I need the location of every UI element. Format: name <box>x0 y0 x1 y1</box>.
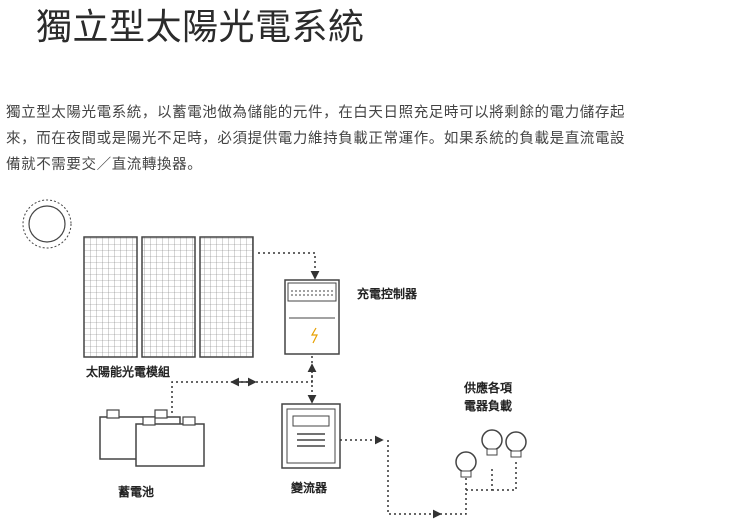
load-label-line2: 電器負載 <box>464 398 512 413</box>
battery-icon <box>99 409 205 467</box>
connection-line <box>258 252 320 280</box>
connection-line <box>440 462 517 515</box>
system-diagram: 太陽能光電模組 充電控制器 蓄電池 變流器 <box>22 199 527 519</box>
paragraph-line: 獨立型太陽光電系統，以蓄電池做為儲能的元件，在白天日照充足時可以將剩餘的電力儲存… <box>6 105 626 121</box>
charge-controller-icon <box>284 279 340 355</box>
paragraph-line: 來，而在夜間或是陽光不足時，必須提供電力維持負載正常運作。如果系統的負載是直流電… <box>6 131 626 147</box>
inverter-label: 變流器 <box>290 480 328 495</box>
solar-panel-icon <box>83 236 254 358</box>
paragraph-line: 備就不需要交／直流轉換器。 <box>6 157 203 173</box>
page-title: 獨立型太陽光電系統 <box>36 7 365 48</box>
sun-icon <box>22 199 72 249</box>
solar-module-label: 太陽能光電模組 <box>86 364 170 379</box>
light-bulb-icon <box>455 429 527 478</box>
description-paragraph: 獨立型太陽光電系統，以蓄電池做為儲能的元件，在白天日照充足時可以將剩餘的電力儲存… <box>6 100 750 178</box>
battery-label: 蓄電池 <box>118 484 154 499</box>
charge-controller-label: 充電控制器 <box>357 286 418 301</box>
inverter-icon <box>281 403 341 469</box>
load-label-line1: 供應各項 <box>463 380 513 395</box>
connection-line <box>387 440 442 519</box>
